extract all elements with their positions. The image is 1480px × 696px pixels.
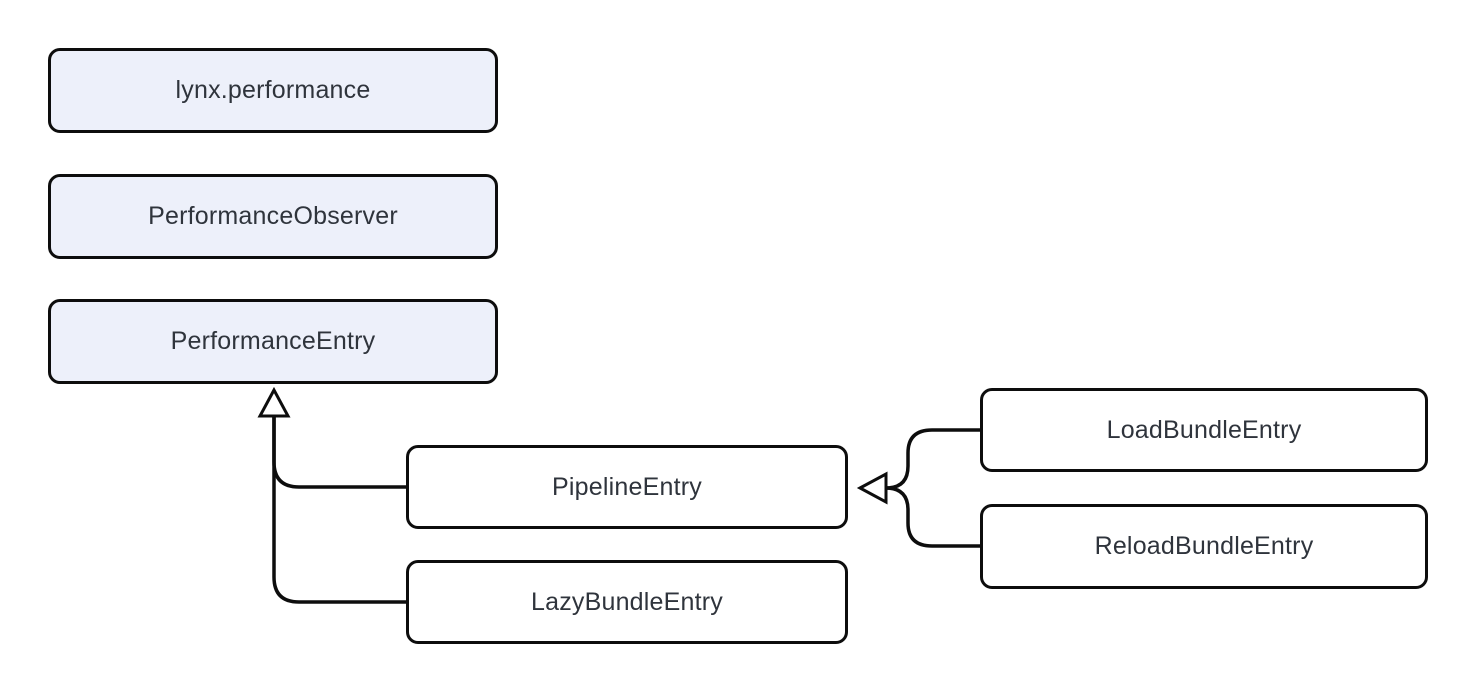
node-reload-bundle-entry: ReloadBundleEntry [980,504,1428,589]
inheritance-arrowhead-left-icon [856,471,888,505]
node-lazy-bundle-entry-label: LazyBundleEntry [530,587,723,616]
node-pipeline-entry: PipelineEntry [406,445,848,529]
node-performance-observer: PerformanceObserver [48,174,498,259]
node-load-bundle-entry-label: LoadBundleEntry [1106,415,1302,444]
edge-load-bundle-entry-to-pipeline-entry [885,428,980,490]
node-lynx-performance-label: lynx.performance [175,76,371,104]
node-pipeline-entry-label: PipelineEntry [552,472,702,501]
node-reload-bundle-entry-label: ReloadBundleEntry [1094,532,1314,560]
edge-reload-bundle-entry-to-pipeline-entry [885,486,980,548]
node-lynx-performance: lynx.performance [48,48,498,133]
node-lazy-bundle-entry: LazyBundleEntry [406,560,848,644]
edge-pipeline-entry-to-performance-entry [272,417,406,489]
node-performance-entry: PerformanceEntry [48,299,498,384]
node-performance-entry-label: PerformanceEntry [170,327,376,355]
node-load-bundle-entry: LoadBundleEntry [980,388,1428,472]
inheritance-arrowhead-up-icon [257,386,291,418]
node-performance-observer-label: PerformanceObserver [148,202,398,230]
edge-lazy-bundle-entry-to-performance-entry [272,417,406,604]
